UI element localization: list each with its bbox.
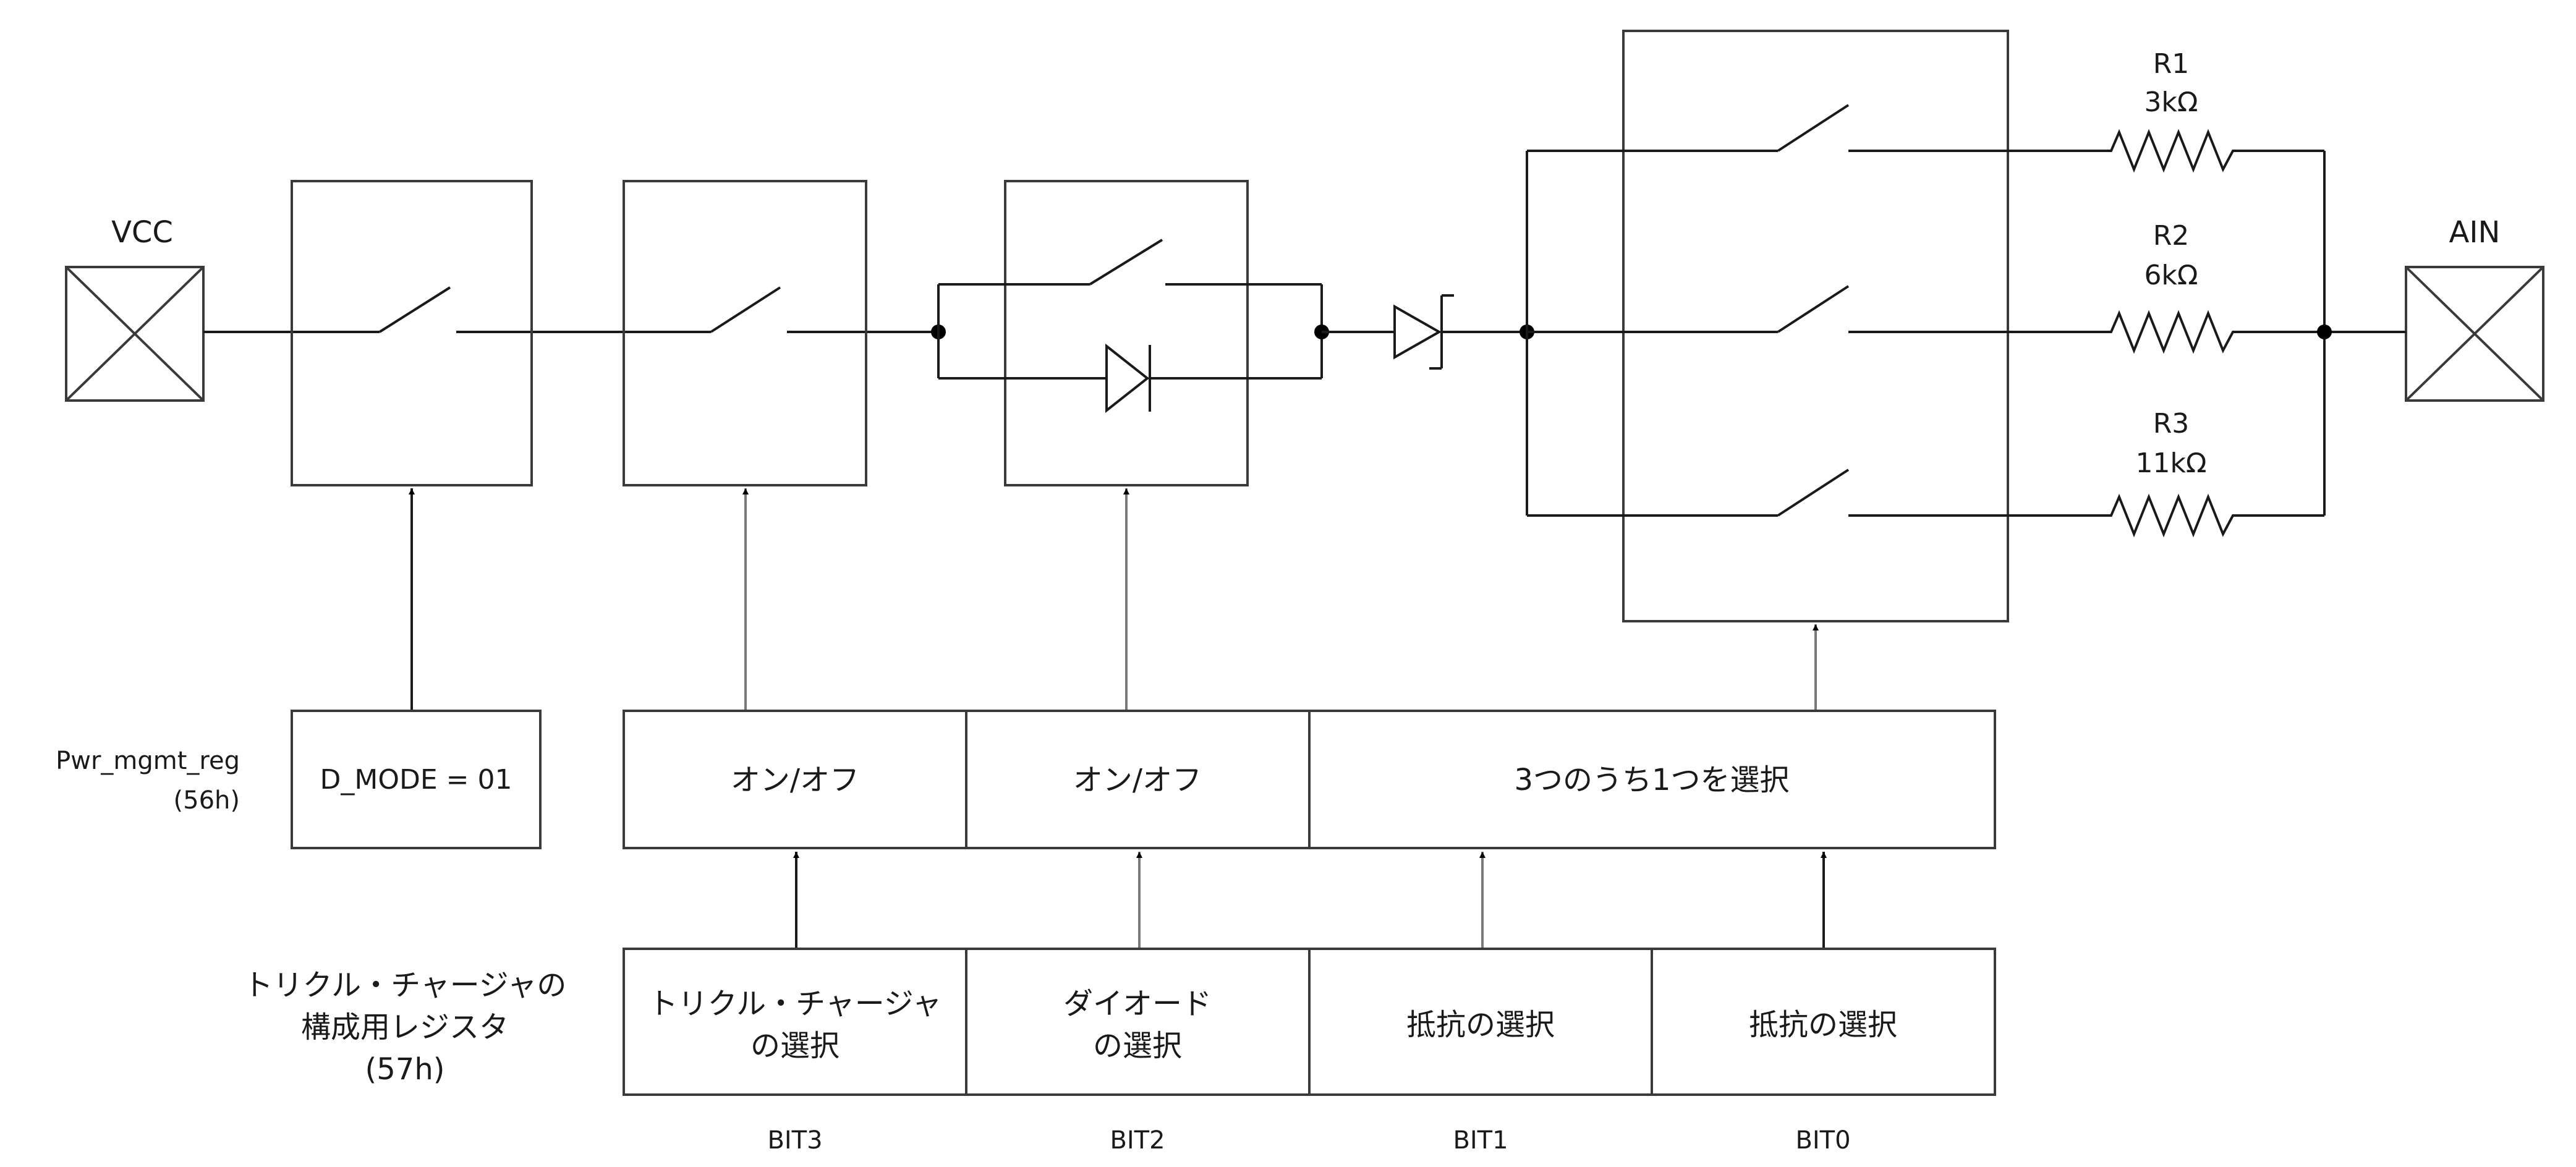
function-bit2-label: オン/オフ bbox=[1073, 763, 1202, 797]
bit2-label: BIT2 bbox=[1110, 1126, 1165, 1155]
r2-name: R2 bbox=[2153, 220, 2190, 252]
tc-reg-line1: トリクル・チャージャの bbox=[244, 968, 567, 1003]
r1-name: R1 bbox=[2153, 48, 2190, 80]
ain-label: AIN bbox=[2449, 215, 2501, 250]
diode-symbol bbox=[1105, 343, 1151, 414]
r3-value: 11kΩ bbox=[2135, 448, 2206, 479]
control-arrows bbox=[409, 488, 1819, 711]
tc-reg-line2: 構成用レジスタ bbox=[301, 1010, 509, 1045]
power-switch-box bbox=[291, 180, 533, 486]
select-bit2-line2: の選択 bbox=[1093, 1029, 1182, 1063]
pwr-reg-addr: (56h) bbox=[174, 786, 240, 815]
vcc-pad bbox=[65, 266, 205, 402]
resistor-bank bbox=[1520, 104, 2406, 538]
diode-select-box bbox=[1004, 180, 1249, 486]
select-bit1-label: 抵抗の選択 bbox=[1406, 1008, 1555, 1042]
bit1-label: BIT1 bbox=[1453, 1126, 1508, 1155]
function-bit10-label: 3つのうち1つを選択 bbox=[1514, 763, 1789, 797]
r2-value: 6kΩ bbox=[2144, 260, 2198, 291]
ain-pad bbox=[2405, 266, 2544, 402]
dmode-label: D_MODE = 01 bbox=[320, 764, 512, 796]
dmode-box bbox=[291, 710, 542, 849]
select-arrows bbox=[793, 852, 1827, 949]
function-bit3-label: オン/オフ bbox=[731, 763, 859, 797]
bit3-label: BIT3 bbox=[767, 1126, 822, 1155]
select-row bbox=[623, 948, 1996, 1096]
resistor-select-box bbox=[1622, 30, 2009, 622]
trickle-switch bbox=[710, 286, 781, 333]
bit0-label: BIT0 bbox=[1795, 1126, 1850, 1155]
series-diode-symbol bbox=[1393, 294, 1454, 370]
power-switch bbox=[378, 286, 451, 333]
select-bit0-label: 抵抗の選択 bbox=[1749, 1008, 1897, 1042]
vcc-label: VCC bbox=[111, 215, 173, 250]
tc-reg-addr: (57h) bbox=[365, 1052, 445, 1087]
trickle-switch-box bbox=[623, 180, 867, 486]
diode-select-paths bbox=[931, 239, 1329, 380]
select-bit3-line1: トリクル・チャージャ bbox=[648, 987, 942, 1021]
pwr-reg-name: Pwr_mgmt_reg bbox=[56, 747, 240, 775]
select-bit3-line2: の選択 bbox=[750, 1029, 840, 1063]
r1-value: 3kΩ bbox=[2144, 87, 2198, 118]
r3-name: R3 bbox=[2153, 408, 2190, 439]
select-bit2-line1: ダイオード bbox=[1063, 987, 1212, 1021]
function-row bbox=[623, 710, 1996, 849]
